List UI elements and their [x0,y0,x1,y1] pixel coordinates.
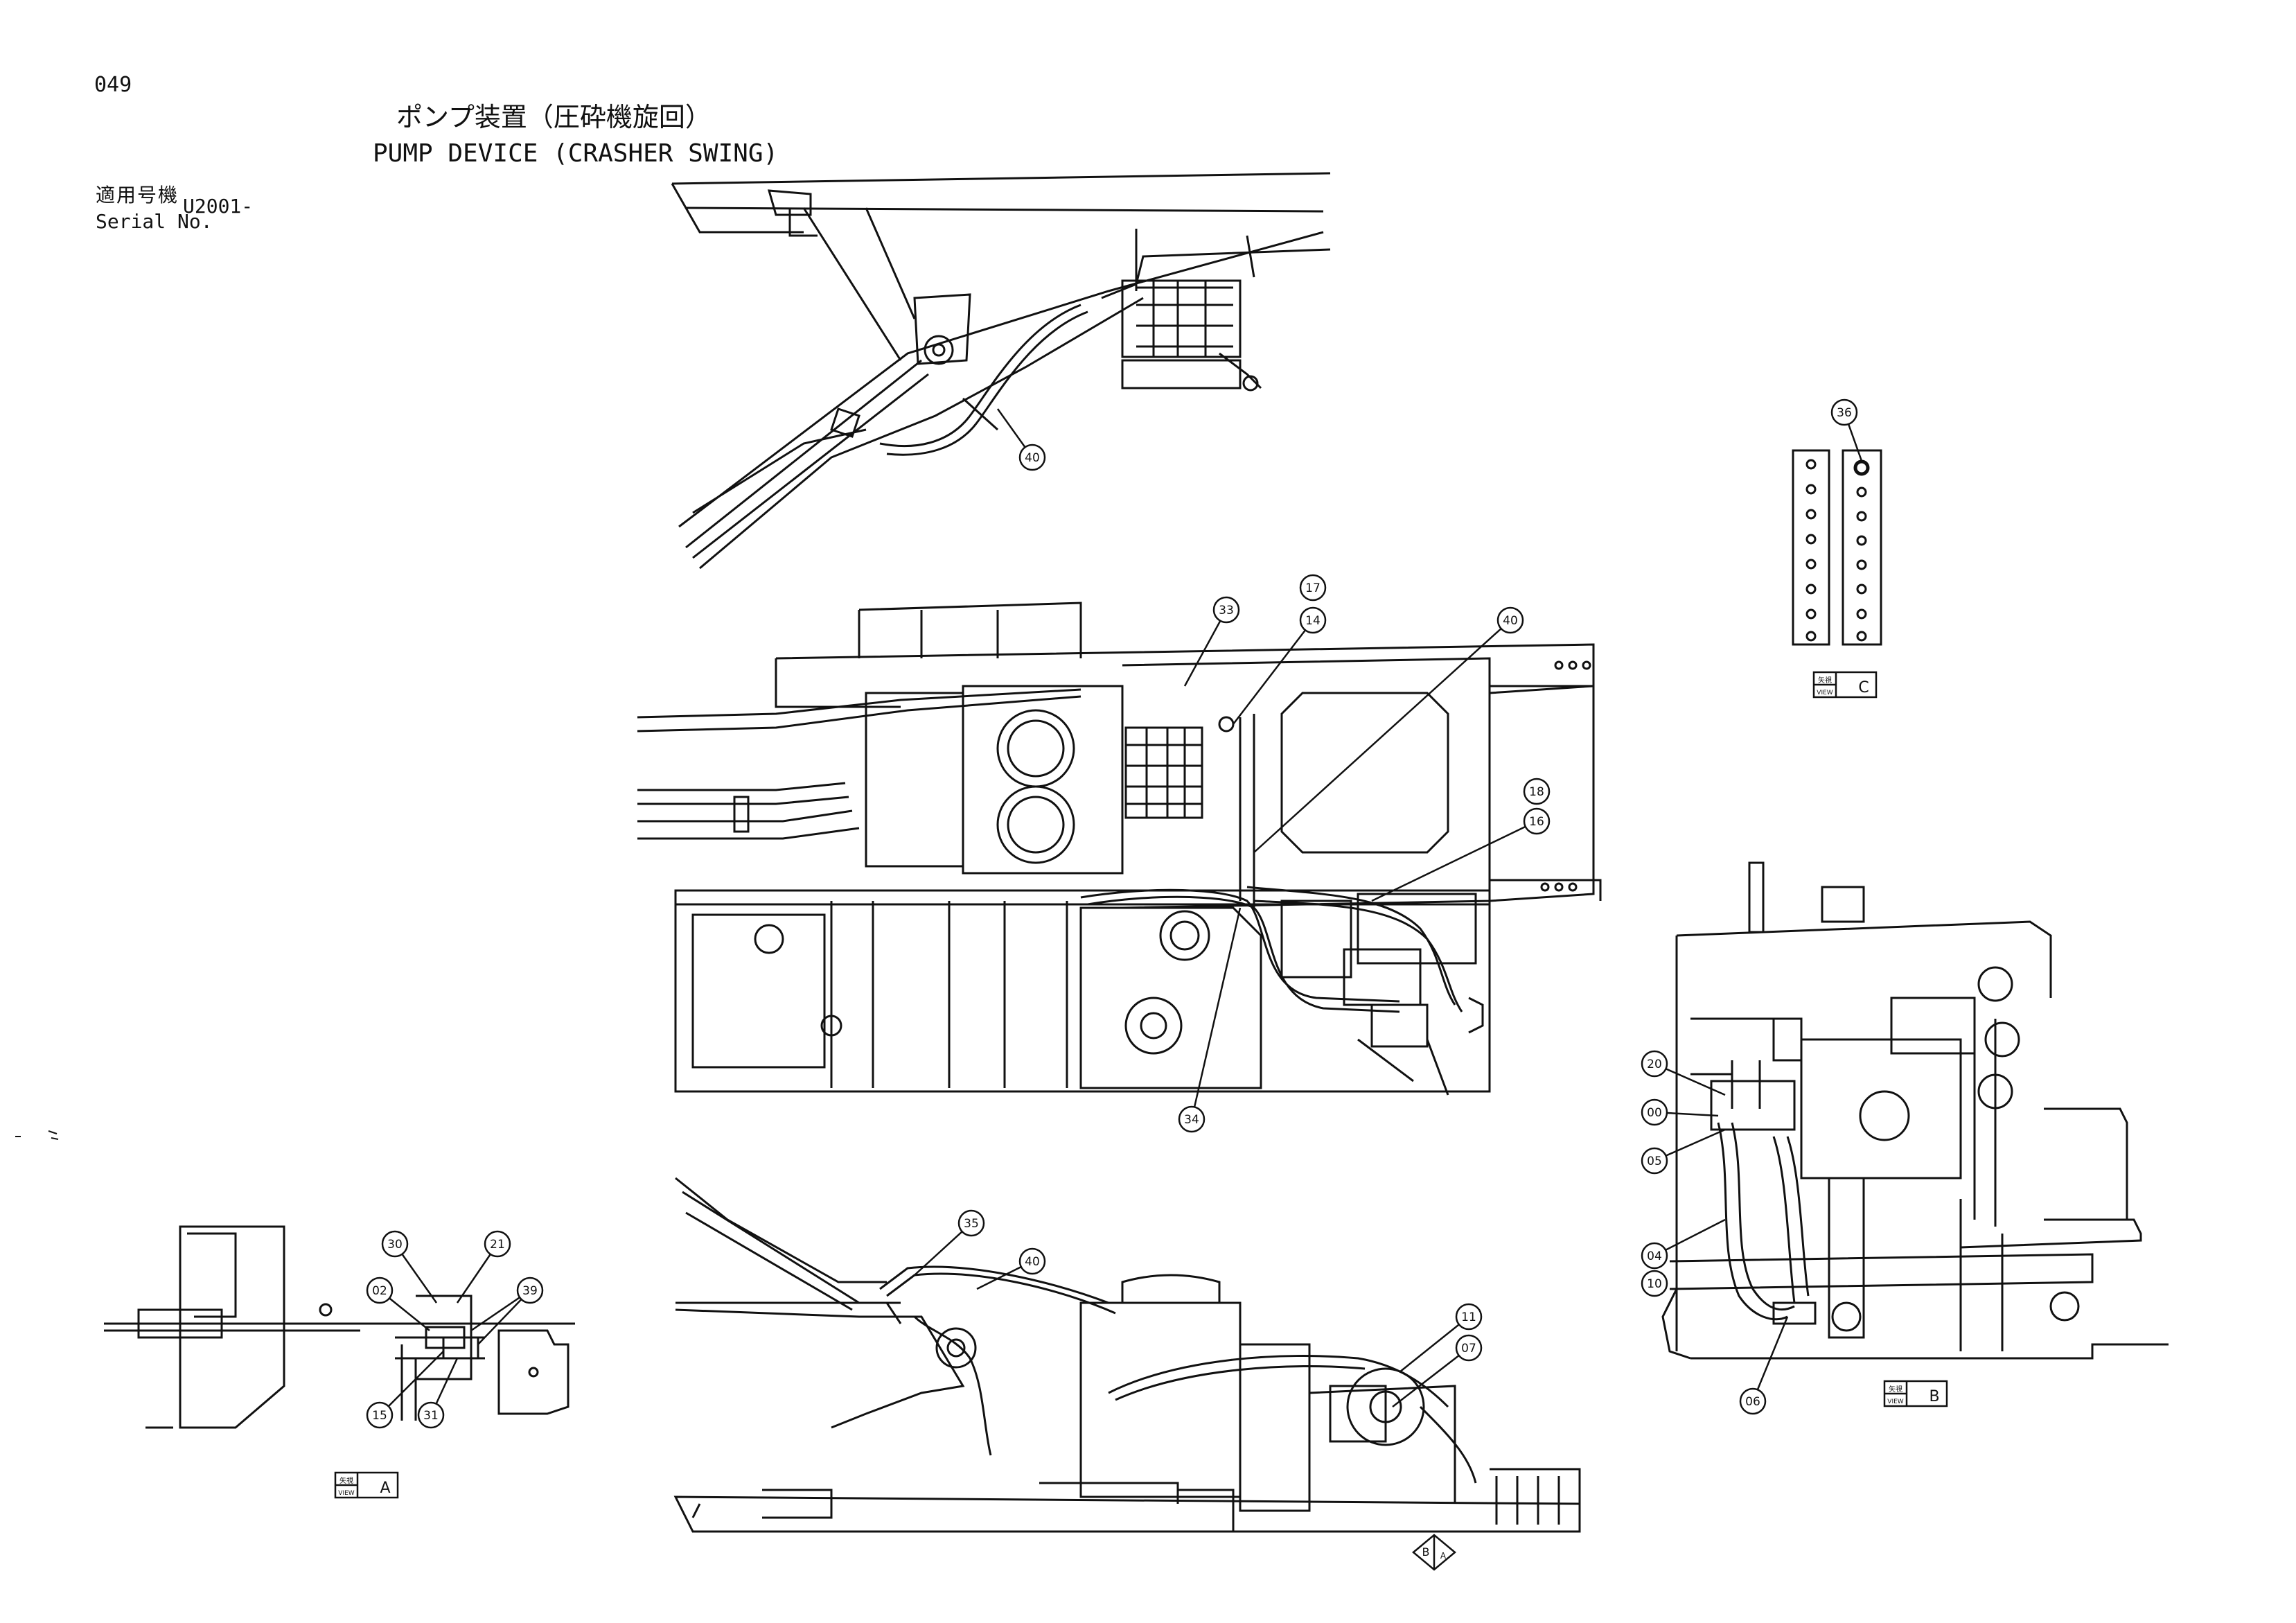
svg-text:20: 20 [1647,1058,1662,1071]
callout-middle-17: 17 [1299,574,1327,602]
top-boom-view [671,172,1331,570]
svg-text:00: 00 [1647,1106,1662,1120]
callout-view-b-04: 04 [1641,1218,1726,1270]
page-title-japanese: ポンプ装置（圧砕機旋回） [396,102,712,132]
svg-text:矢視: 矢視 [339,1476,353,1485]
svg-text:B: B [1929,1388,1939,1405]
callout-middle-16: 16 [1371,807,1551,902]
callout-view-a-02: 02 [366,1277,430,1331]
callout-middle-18: 18 [1523,778,1551,805]
view-c-drawing [1792,449,1882,646]
svg-text:矢視: 矢視 [1889,1385,1902,1394]
svg-text:16: 16 [1529,815,1544,829]
svg-text:30: 30 [387,1238,403,1252]
serial-number-value: U2001- [183,195,254,218]
svg-text:36: 36 [1837,406,1852,420]
svg-text:VIEW: VIEW [338,1490,354,1497]
svg-text:40: 40 [1025,451,1040,465]
svg-text:04: 04 [1647,1249,1662,1263]
svg-text:14: 14 [1305,614,1321,628]
callout-view-b-10: 10 [1641,1270,1668,1297]
page-number: 049 [94,73,132,97]
callout-bottom-40: 40 [976,1247,1046,1290]
callout-view-c-36: 36 [1830,398,1863,462]
svg-text:33: 33 [1219,604,1234,617]
svg-text:35: 35 [964,1217,979,1231]
svg-text:40: 40 [1025,1255,1040,1269]
svg-text:10: 10 [1647,1277,1662,1291]
svg-text:40: 40 [1503,614,1518,628]
callout-view-b-20: 20 [1641,1050,1726,1096]
callout-view-b-00: 00 [1641,1098,1719,1126]
svg-text:A: A [1440,1551,1447,1561]
view-tag-c: 矢視 VIEW C [1812,671,1878,699]
svg-text:39: 39 [522,1284,538,1298]
svg-text:21: 21 [490,1238,505,1252]
page-title-english: PUMP DEVICE (CRASHER SWING) [373,139,779,168]
svg-text:34: 34 [1184,1113,1199,1127]
callout-view-a-21: 21 [456,1230,511,1304]
middle-plan-view [637,602,1602,1096]
svg-text:11: 11 [1461,1310,1476,1324]
callout-bottom-07: 07 [1392,1334,1483,1407]
bottom-side-view [673,1177,1581,1533]
stray-marks [15,1130,59,1140]
view-tag-b: 矢視 VIEW B [1883,1380,1948,1407]
serial-label-english: Serial No. [96,210,213,233]
svg-text:C: C [1858,679,1869,696]
svg-text:15: 15 [372,1409,387,1423]
svg-text:矢視: 矢視 [1818,676,1832,685]
callout-top-40: 40 [996,408,1046,471]
callout-bottom-11: 11 [1399,1303,1483,1373]
callout-middle-34: 34 [1178,907,1242,1133]
callout-view-b-06: 06 [1739,1316,1789,1415]
svg-text:07: 07 [1461,1342,1476,1356]
callout-view-a-39: 39 [470,1277,544,1345]
callout-middle-14: 14 [1233,606,1327,725]
callout-view-a-15: 15 [366,1351,444,1429]
view-a-drawing [104,1225,575,1429]
view-b-drawing [1661,861,2169,1360]
svg-text:02: 02 [372,1284,387,1298]
svg-text:VIEW: VIEW [1817,690,1833,696]
serial-label-japanese: 適用号機 [96,184,179,207]
svg-text:05: 05 [1647,1155,1662,1168]
svg-text:B: B [1422,1545,1430,1559]
svg-text:31: 31 [423,1409,439,1423]
section-mark: B A [1412,1534,1456,1571]
svg-text:18: 18 [1529,785,1544,799]
svg-text:17: 17 [1305,581,1321,595]
callout-middle-40: 40 [1253,606,1524,853]
view-tag-a: 矢視 VIEW A [334,1471,399,1499]
svg-text:VIEW: VIEW [1887,1398,1903,1405]
svg-text:A: A [380,1480,390,1497]
callout-view-a-31: 31 [417,1358,459,1429]
callout-view-a-30: 30 [381,1230,438,1304]
callout-view-b-05: 05 [1641,1128,1726,1175]
svg-text:06: 06 [1745,1395,1760,1409]
callout-middle-33: 33 [1183,596,1240,687]
callout-bottom-35: 35 [914,1209,985,1276]
